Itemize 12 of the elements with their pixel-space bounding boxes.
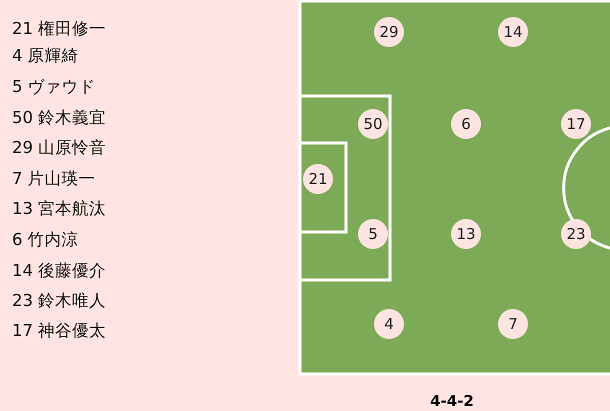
- player-name: 21 権田修一: [12, 19, 106, 39]
- player-name: 4 原輝綺: [12, 46, 79, 66]
- player-name: 6 竹内涼: [12, 230, 79, 250]
- player-name: 5 ヴァウド: [12, 77, 96, 97]
- player-name: 14 後藤優介: [12, 261, 106, 281]
- player-name: 29 山原怜音: [12, 138, 106, 158]
- player-name: 17 神谷優太: [12, 321, 106, 341]
- player-name: 13 宮本航汰: [12, 199, 106, 219]
- formation-caption: 4-4-2: [429, 392, 475, 410]
- player-name: 7 片山瑛一: [12, 169, 96, 189]
- player-name: 23 鈴木唯人: [12, 291, 106, 311]
- player-name: 50 鈴木義宜: [12, 108, 106, 128]
